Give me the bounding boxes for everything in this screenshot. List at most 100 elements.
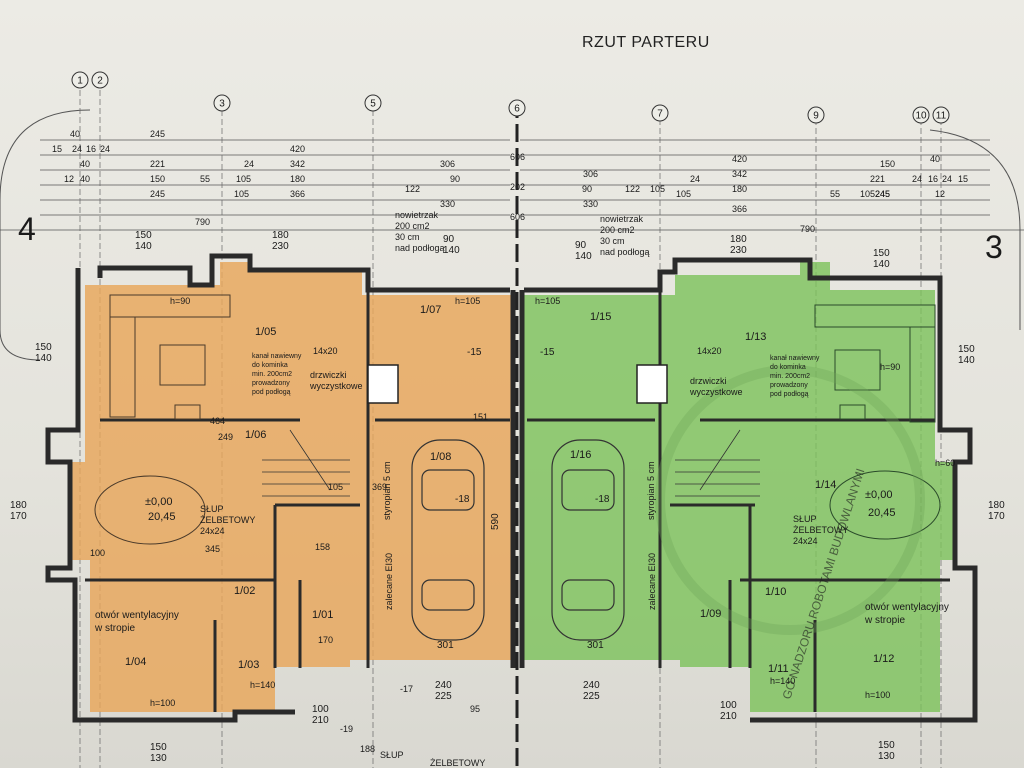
- chimney-note-left: kanał nawiewny: [252, 353, 302, 360]
- exterior-walls: [45, 253, 978, 723]
- window-mark: 150: [135, 230, 152, 241]
- room-label: 1/13: [745, 331, 766, 343]
- dimension-value: 420: [732, 154, 747, 164]
- right-dimension-arc: [929, 129, 1021, 330]
- window-mark: 240: [583, 680, 600, 691]
- room-label: 1/07: [420, 304, 441, 316]
- chimney-note-right: min. 200cm2: [770, 373, 810, 380]
- window-mark: 150: [878, 740, 895, 751]
- window-mark: 90: [575, 240, 587, 251]
- window-mark: 170: [988, 511, 1005, 522]
- chimney-note-right: prowadzony: [770, 382, 808, 389]
- ceiling-vent-note-right: otwór wentylacyjny: [865, 602, 949, 613]
- left-chimney: [367, 364, 399, 404]
- fire-note-right: zalecane EI30: [647, 553, 657, 610]
- room-height: h=100: [865, 690, 890, 700]
- floor-level-sub-left: 20,45: [148, 511, 176, 523]
- dimension-value: 24: [690, 174, 700, 184]
- axis-bubble: [912, 106, 930, 124]
- top-dimension-lines: [0, 139, 1024, 231]
- dimension-value: 342: [732, 169, 747, 179]
- dimension-value: 105: [234, 189, 249, 199]
- vent-note-right: nowietrzak: [600, 214, 644, 224]
- garage-level-right: -18: [595, 494, 610, 505]
- window-mark: 150: [150, 742, 167, 753]
- dimension-value: 24: [72, 144, 82, 154]
- ceiling-vent-note-right: w stropie: [864, 615, 905, 626]
- dimension-value: 12: [64, 174, 74, 184]
- column-note-left: 24x24: [200, 526, 225, 536]
- bottom-dimension: ŻELBETOWY: [430, 758, 485, 768]
- vent-note-right: 200 cm2: [600, 225, 635, 235]
- window-mark: 180: [10, 500, 27, 511]
- dimension-value: 342: [290, 159, 305, 169]
- dimension-value: 55: [830, 189, 840, 199]
- access-door-note-right: wyczystkowe: [689, 387, 743, 397]
- room-label: 1/01: [312, 609, 333, 621]
- axis-label: 10: [915, 111, 927, 122]
- dimension-value: 105: [860, 189, 875, 199]
- room-label: 1/02: [234, 585, 255, 597]
- window-mark: 170: [10, 511, 27, 522]
- dimension-value: 330: [583, 199, 598, 209]
- room-height: h=140: [770, 676, 795, 686]
- axis-label: 11: [936, 111, 947, 122]
- bottom-dimension: SŁUP: [380, 750, 404, 760]
- dimension-value: 24: [100, 144, 110, 154]
- chimney-note-right: kanał nawiewny: [770, 355, 820, 362]
- room-height: h=90: [170, 296, 190, 306]
- interior-walls: [85, 290, 950, 712]
- dimension-value: 12: [935, 189, 945, 199]
- dimension-value: 180: [290, 174, 305, 184]
- wall-dimension: 345: [205, 544, 220, 554]
- floor-level-left: ±0,00: [145, 496, 172, 508]
- unit-number-right: 3: [985, 229, 1003, 265]
- window-mark: 150: [35, 342, 52, 353]
- window-mark: 140: [35, 353, 52, 364]
- room-height: h=105: [455, 296, 480, 306]
- left-dimension-arc: [0, 109, 91, 361]
- window-mark: 150: [873, 248, 890, 259]
- dimension-value: 90: [582, 184, 592, 194]
- room-level-left: -15: [467, 347, 482, 358]
- window-mark: 150: [958, 344, 975, 355]
- window-mark: 140: [575, 251, 592, 262]
- window-mark: 140: [958, 355, 975, 366]
- room-height: h=90: [880, 362, 900, 372]
- room-height: h=60: [935, 458, 955, 468]
- axis-bubble: [932, 106, 950, 124]
- wall-dimension: 105: [328, 482, 343, 492]
- room-label: 1/15: [590, 311, 611, 323]
- ceiling-vent-note-left: w stropie: [94, 623, 135, 634]
- room-label: 1/08: [430, 451, 451, 463]
- axis-label: 9: [813, 111, 819, 122]
- column-note-left: ŻELBETOWY: [200, 515, 255, 525]
- wall-dimension: 464: [210, 416, 225, 426]
- window-mark: 230: [272, 241, 289, 252]
- axis-bubble: [364, 94, 382, 112]
- axis-bubble: [71, 71, 89, 89]
- dimension-value: 245: [150, 129, 165, 139]
- floor-level-right: ±0,00: [865, 489, 892, 501]
- column-note-right: SŁUP: [793, 514, 817, 524]
- wall-dimension: 369: [372, 482, 387, 492]
- chimney-note-left: min. 200cm2: [252, 371, 292, 378]
- axis-label: 1: [77, 76, 83, 87]
- right-chimney: [636, 364, 668, 404]
- left-staircase: [262, 429, 350, 497]
- left-unit-fill: [70, 262, 515, 712]
- dimension-value: 790: [800, 224, 815, 234]
- room-label: 1/16: [570, 449, 591, 461]
- room-label: 1/14: [815, 479, 836, 491]
- vent-note-right: nad podłogą: [600, 247, 650, 257]
- wall-dimension: 249: [218, 432, 233, 442]
- room-label: 1/06: [245, 429, 266, 441]
- styrofoam-note-left: styropian 5 cm: [382, 461, 392, 520]
- dimension-value: 245: [875, 189, 890, 199]
- room-label: 1/03: [238, 659, 259, 671]
- approval-stamp: [655, 365, 925, 635]
- dimension-value: 221: [150, 159, 165, 169]
- dimension-value: 122: [405, 184, 420, 194]
